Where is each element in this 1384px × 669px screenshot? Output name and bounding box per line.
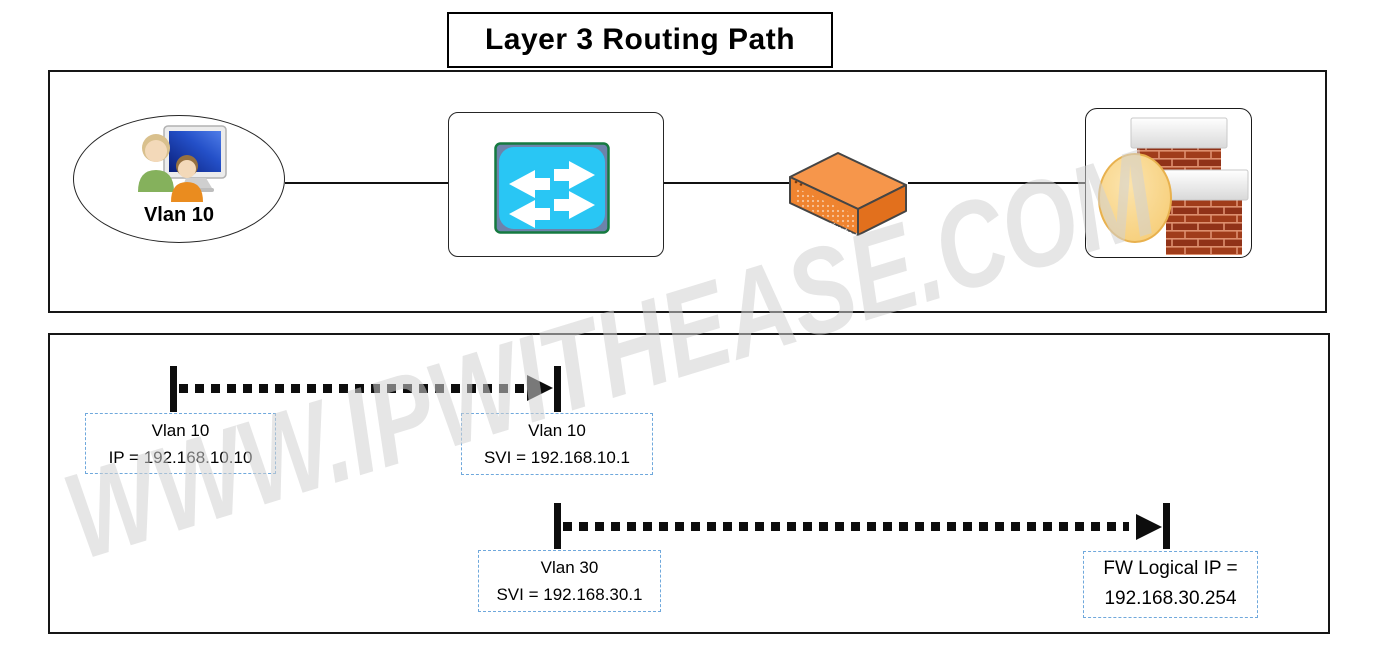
link-users-to-switch — [285, 182, 448, 184]
switch-icon — [494, 142, 610, 234]
arrow2-dotted-line — [563, 522, 1129, 531]
arrow1-arrowhead — [527, 375, 553, 401]
firewall-node — [1085, 108, 1252, 258]
label-vlan10-svi-line1: Vlan 10 — [528, 421, 586, 440]
vlan10-node-label: Vlan 10 — [143, 204, 215, 226]
topology-panel — [48, 70, 1327, 313]
label-vlan10-svi: Vlan 10 SVI = 192.168.10.1 — [461, 413, 653, 475]
diagram-title: Layer 3 Routing Path — [447, 12, 833, 68]
label-vlan30-svi: Vlan 30 SVI = 192.168.30.1 — [478, 550, 661, 612]
link-switch-to-appliance — [664, 182, 790, 184]
label-fw-logical-ip: FW Logical IP = 192.168.30.254 — [1083, 551, 1258, 618]
vlan10-node: Vlan 10 — [73, 115, 285, 243]
diagram-title-text: Layer 3 Routing Path — [484, 23, 796, 56]
label-vlan10-host: Vlan 10 IP = 192.168.10.10 — [85, 413, 276, 474]
label-vlan10-svi-line2: SVI = 192.168.10.1 — [483, 448, 631, 467]
routing-path-panel — [48, 333, 1330, 634]
users-computer-icon — [138, 125, 227, 202]
arrow1-start-tick — [170, 366, 177, 412]
label-vlan10-host-line2: IP = 192.168.10.10 — [108, 448, 253, 467]
arrow2-arrowhead — [1136, 514, 1162, 540]
switch-node — [448, 112, 664, 257]
riverbed-appliance-icon: riverbed — [789, 152, 907, 237]
arrow2-start-tick — [554, 503, 561, 549]
label-fw-logical-ip-line2: 192.168.30.254 — [1104, 588, 1237, 609]
label-vlan30-svi-line1: Vlan 30 — [540, 558, 599, 577]
label-vlan30-svi-line2: SVI = 192.168.30.1 — [496, 585, 643, 604]
arrow2-end-tick — [1163, 503, 1170, 549]
arrow1-dotted-line — [179, 384, 528, 393]
label-vlan10-host-line1: Vlan 10 — [151, 421, 210, 440]
firewall-icon — [1098, 117, 1249, 255]
link-appliance-to-firewall — [908, 182, 1086, 184]
label-fw-logical-ip-line1: FW Logical IP = — [1103, 558, 1238, 579]
arrow1-end-tick — [554, 366, 561, 412]
